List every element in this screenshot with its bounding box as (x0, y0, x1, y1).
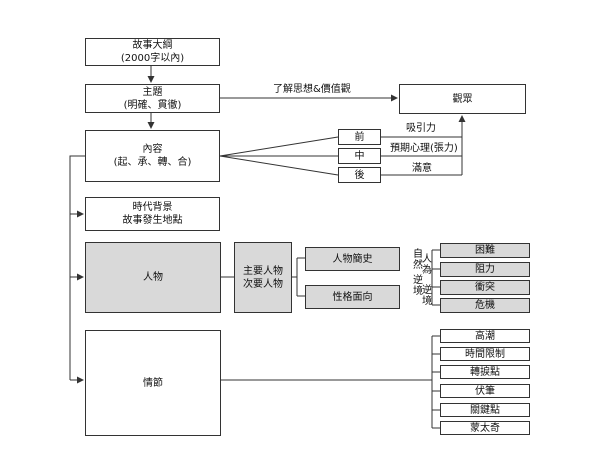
line-content-to-stage-1 (219, 136, 339, 157)
plot-item-label: 關鍵點 (470, 404, 500, 416)
content-subtitle: (起、承、轉、合) (113, 157, 192, 168)
setting-line-2: 故事發生地點 (122, 215, 183, 226)
stage-effect-3: 滿意 (412, 163, 432, 174)
theme-box: 主題 (明確、貫徹) (85, 84, 220, 113)
plot-item-5: 關鍵點 (440, 403, 530, 417)
outline-box: 故事大綱 (2000字以內) (85, 38, 220, 66)
adversity-item-2: 阻力 (440, 262, 530, 277)
plot-box: 情節 (85, 330, 221, 436)
content-title: 內容 (142, 144, 163, 155)
plot-item-label: 蒙太奇 (470, 422, 500, 434)
theme-subtitle: (明確、貫徹) (123, 99, 182, 111)
adversity-item-4: 危機 (440, 298, 530, 313)
adversity-label-human: 人為 (422, 254, 432, 276)
trunk-line (69, 155, 85, 380)
character-roles-box: 主要人物 次要人物 (234, 242, 292, 313)
adversity-item-label: 衝突 (475, 282, 495, 293)
theme-title: 主題 (142, 86, 163, 98)
characters-label: 人物 (143, 272, 163, 283)
stage-effect-2: 預期心理(張力) (390, 143, 458, 154)
adversity-label-human-2: 逆境 (422, 285, 432, 307)
outline-title: 故事大綱 (132, 40, 173, 51)
adversity-item-label: 阻力 (475, 264, 495, 275)
adversity-label-nature-2: 逆境 (413, 275, 423, 297)
plot-item-3: 轉捩點 (440, 365, 530, 379)
plot-item-label: 伏筆 (475, 385, 495, 397)
plot-item-label: 轉捩點 (470, 366, 500, 378)
character-traits-label: 性格面向 (332, 291, 373, 303)
adversity-item-3: 衝突 (440, 280, 530, 295)
plot-item-1: 高潮 (440, 329, 530, 343)
audience-label: 觀眾 (452, 93, 473, 105)
character-history-label: 人物簡史 (332, 253, 373, 265)
plot-item-label: 時間限制 (465, 348, 505, 360)
outline-subtitle: (2000字以內) (120, 53, 185, 64)
stage-box-1: 前 (338, 129, 381, 145)
roles-line-1: 主要人物 (243, 265, 283, 277)
character-traits-box: 性格面向 (305, 285, 400, 309)
stage-label: 後 (354, 169, 365, 181)
stage-box-3: 後 (338, 167, 381, 183)
line-content-to-stage-3 (219, 155, 339, 176)
setting-line-1: 時代背景 (132, 202, 173, 213)
adversity-item-label: 危機 (475, 300, 495, 311)
roles-line-2: 次要人物 (243, 278, 283, 290)
plot-item-2: 時間限制 (440, 347, 530, 361)
edge-label-theme-audience: 了解思想&價值觀 (273, 84, 351, 95)
adversity-label-nature: 自然 (413, 249, 423, 271)
adversity-item-label: 困難 (475, 245, 495, 256)
characters-box: 人物 (85, 242, 221, 313)
adversity-item-1: 困難 (440, 243, 530, 258)
audience-box: 觀眾 (399, 84, 526, 114)
plot-item-label: 高潮 (475, 330, 495, 342)
plot-item-4: 伏筆 (440, 384, 530, 398)
stage-label: 中 (354, 150, 365, 162)
stage-effect-1: 吸引力 (406, 123, 436, 134)
stage-box-2: 中 (338, 148, 381, 164)
plot-label: 情節 (143, 377, 163, 389)
setting-box: 時代背景 故事發生地點 (85, 197, 220, 231)
plot-item-6: 蒙太奇 (440, 421, 530, 435)
character-history-box: 人物簡史 (305, 247, 400, 271)
stage-label: 前 (354, 131, 365, 143)
content-box: 內容 (起、承、轉、合) (85, 130, 220, 182)
